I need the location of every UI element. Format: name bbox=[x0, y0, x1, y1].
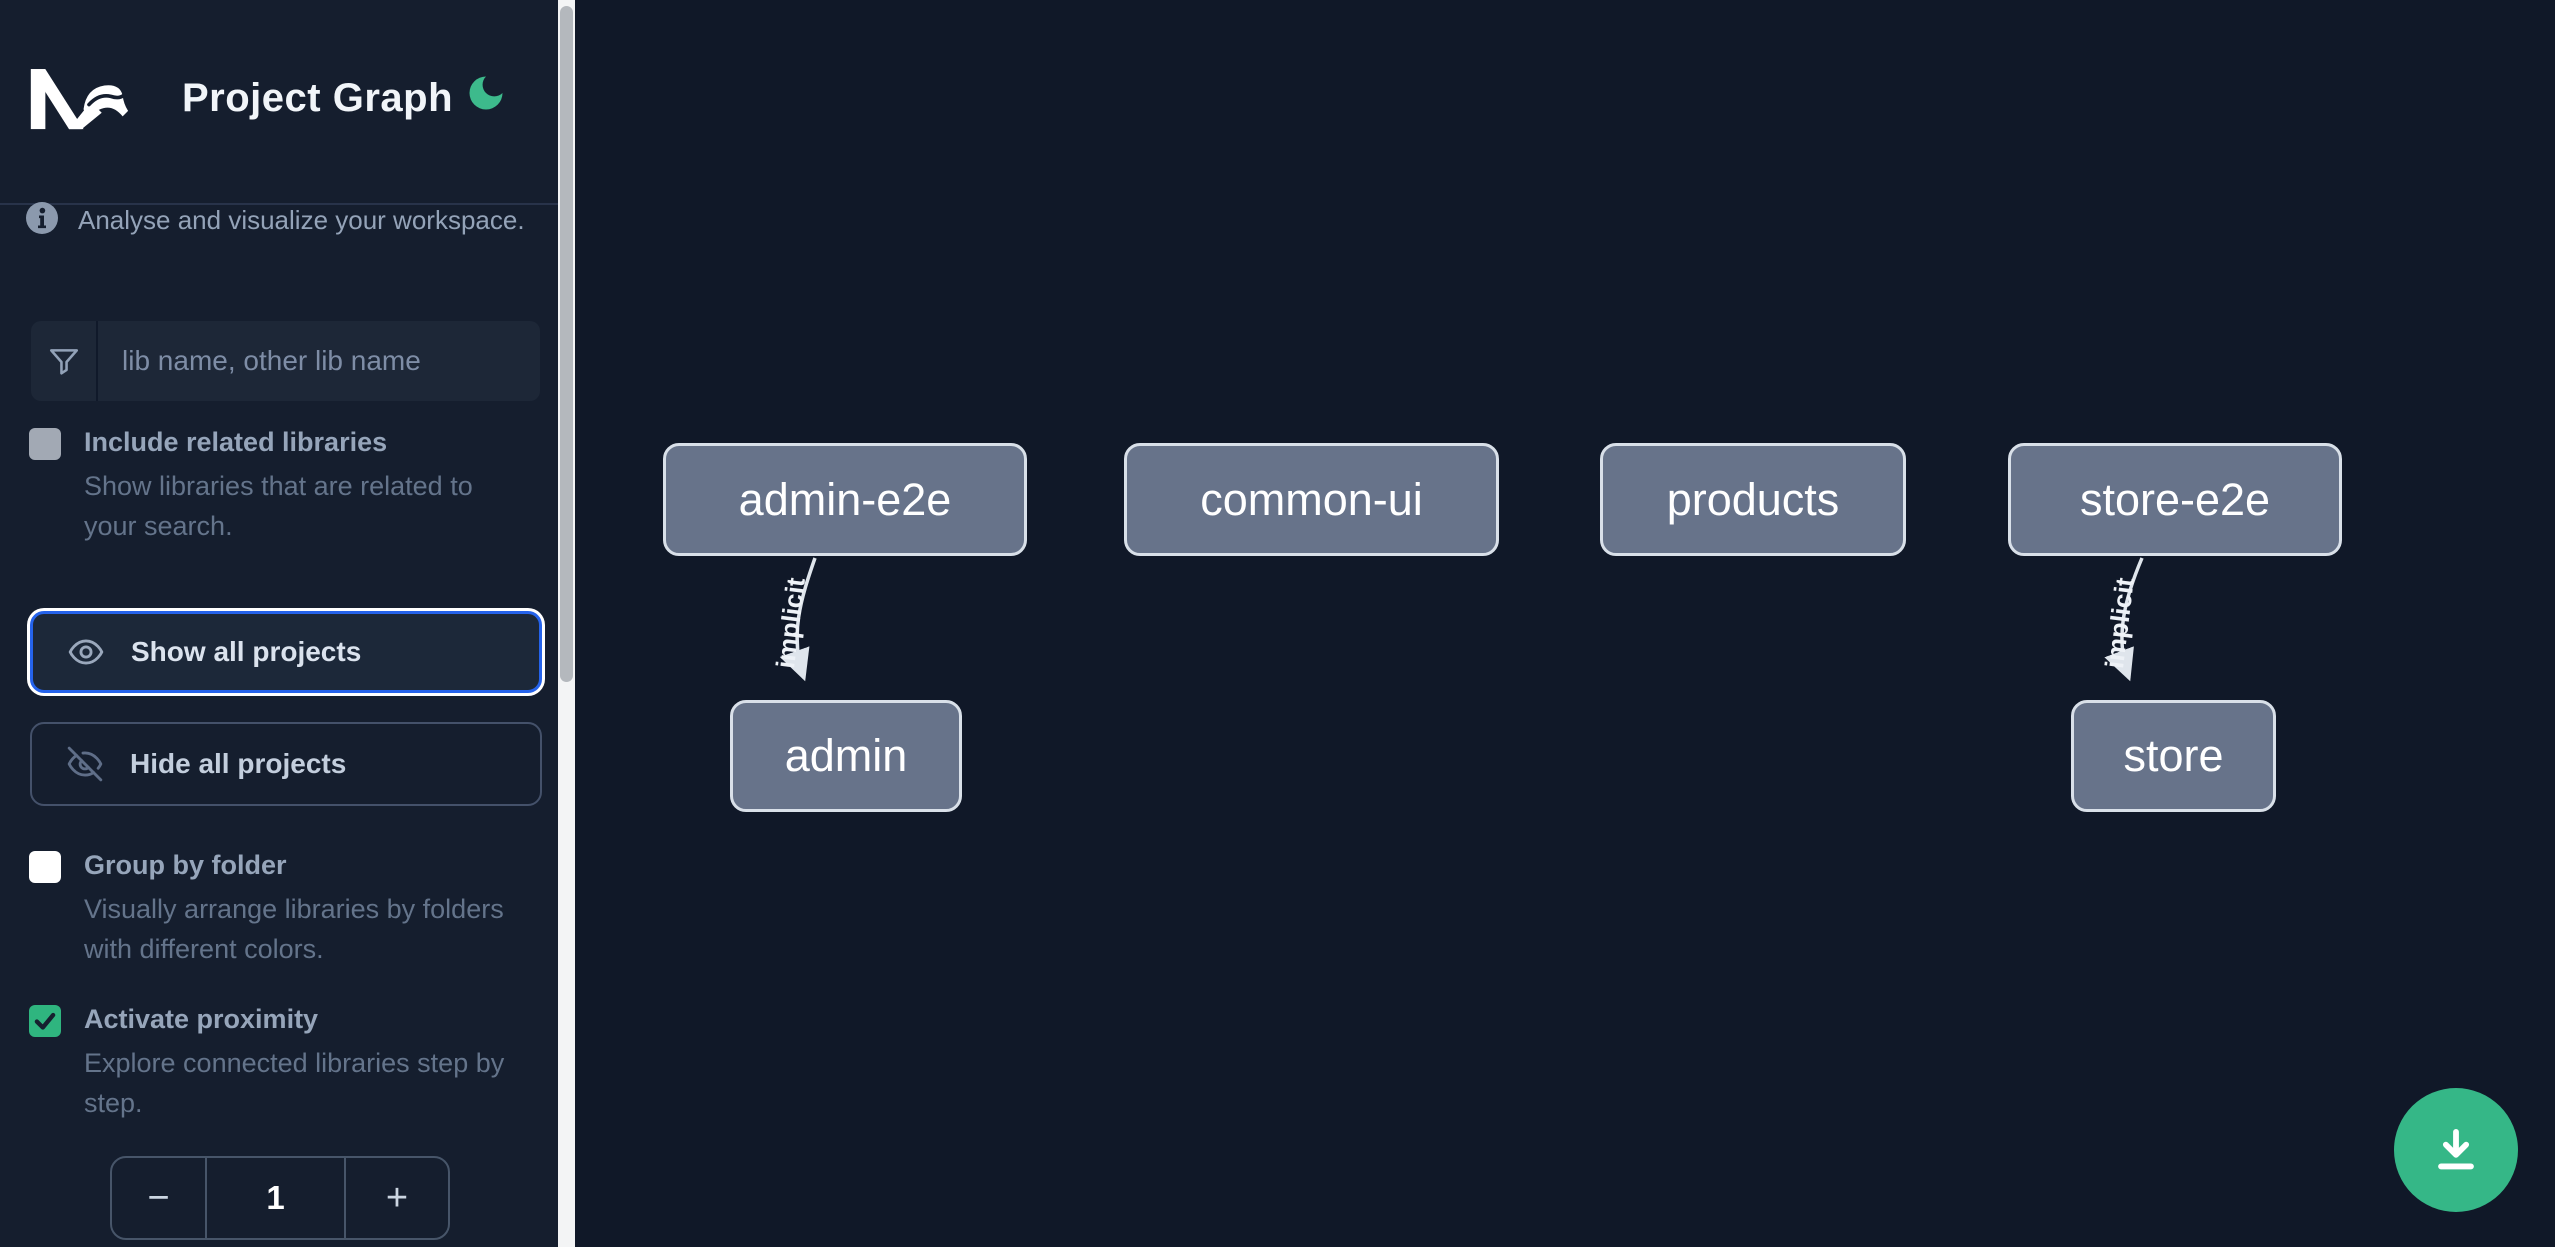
activate-proximity-checkbox[interactable] bbox=[29, 1005, 61, 1037]
include-related-checkbox[interactable] bbox=[29, 428, 61, 460]
include-related-label: Include related libraries bbox=[84, 427, 388, 457]
node-label: admin-e2e bbox=[738, 473, 952, 525]
hide-all-projects-button[interactable]: Hide all projects bbox=[30, 722, 542, 806]
filter-icon-cell bbox=[31, 321, 98, 401]
nx-logo-icon bbox=[30, 69, 129, 130]
download-icon bbox=[2438, 1128, 2474, 1170]
edge-store-e2e-to-store[interactable] bbox=[2104, 557, 2144, 682]
filter-projects-input[interactable] bbox=[98, 321, 540, 401]
graph-node-store[interactable]: store bbox=[2071, 700, 2276, 812]
moon-icon bbox=[469, 76, 503, 109]
page-title: Project Graph bbox=[182, 76, 454, 120]
node-label: admin bbox=[784, 730, 908, 781]
graph-edges bbox=[779, 557, 2144, 682]
group-by-folder-description: Visually arrange libraries by folders wi… bbox=[84, 894, 504, 964]
graph-node-admin[interactable]: admin bbox=[730, 700, 962, 812]
node-label: store-e2e bbox=[2079, 473, 2271, 525]
funnel-filter-icon bbox=[49, 349, 78, 375]
include-related-description: Show libraries that are related to your … bbox=[84, 471, 473, 541]
activate-proximity-description: Explore connected libraries step by step… bbox=[84, 1048, 505, 1118]
sidebar: Project Graph Analyse and visualize your… bbox=[0, 0, 575, 1247]
hide-all-projects-label: Hide all projects bbox=[130, 748, 347, 779]
increment-button[interactable]: + bbox=[344, 1158, 448, 1238]
activate-proximity-label: Activate proximity bbox=[84, 1004, 319, 1034]
eye-off-icon bbox=[67, 746, 103, 782]
proximity-depth-stepper: − 1 + bbox=[110, 1156, 450, 1240]
graph-node-store-e2e[interactable]: store-e2e bbox=[2008, 443, 2342, 556]
graph-canvas[interactable]: admin-e2e common-ui products store-e2e a… bbox=[575, 0, 2555, 1247]
show-all-projects-label: Show all projects bbox=[131, 636, 362, 667]
proximity-depth-value: 1 bbox=[266, 1179, 285, 1216]
decrement-button[interactable]: − bbox=[112, 1158, 207, 1238]
sidebar-scrollbar-track bbox=[558, 0, 575, 1247]
theme-toggle-button[interactable] bbox=[458, 66, 514, 122]
group-by-folder-label: Group by folder bbox=[84, 850, 287, 880]
node-label: store bbox=[2123, 730, 2224, 781]
edge-admin-e2e-to-admin[interactable] bbox=[779, 557, 817, 682]
show-all-projects-button[interactable]: Show all projects bbox=[30, 611, 542, 693]
header-divider bbox=[0, 203, 558, 205]
graph-node-admin-e2e[interactable]: admin-e2e bbox=[663, 443, 1027, 556]
info-text: Analyse and visualize your workspace. bbox=[78, 205, 525, 235]
group-by-folder-checkbox[interactable] bbox=[29, 851, 61, 883]
graph-node-products[interactable]: products bbox=[1600, 443, 1906, 556]
graph-node-common-ui[interactable]: common-ui bbox=[1124, 443, 1499, 556]
sidebar-scrollbar-thumb[interactable] bbox=[560, 6, 573, 682]
info-icon bbox=[26, 202, 58, 234]
download-graph-button[interactable] bbox=[2394, 1088, 2518, 1212]
node-label: common-ui bbox=[1200, 473, 1423, 525]
node-label: products bbox=[1666, 473, 1840, 525]
eye-icon bbox=[68, 639, 104, 665]
sidebar-header: Project Graph bbox=[0, 0, 558, 203]
filter-input-group bbox=[31, 321, 540, 401]
checkmark-icon bbox=[34, 1012, 56, 1030]
